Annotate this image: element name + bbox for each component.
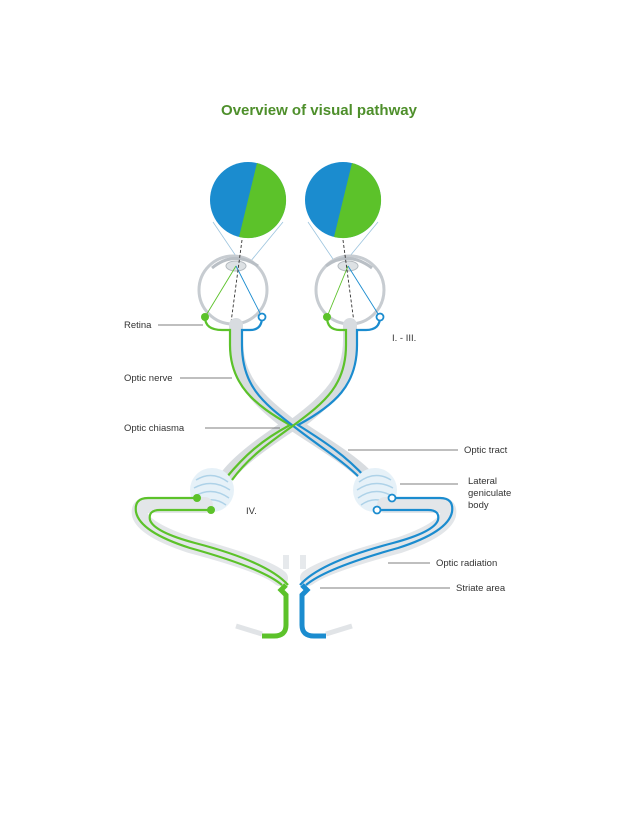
radiation-band xyxy=(131,497,457,586)
green-optic-radiation xyxy=(134,496,289,586)
lgb-label-line1: Lateral xyxy=(468,476,497,487)
lgb-label-line2: geniculate xyxy=(468,488,511,499)
left-temporal-retina-cell xyxy=(201,313,209,321)
optic-chiasma-label: Optic chiasma xyxy=(124,423,185,434)
optic-radiation-label: Optic radiation xyxy=(436,558,497,569)
leader-lines xyxy=(158,324,458,589)
right-lgb-cell-1 xyxy=(387,493,397,503)
stage-4-label: IV. xyxy=(246,506,257,517)
left-lgb-cell-2 xyxy=(207,506,215,514)
left-nasal-retina-cell xyxy=(257,312,267,322)
striate-area-label: Striate area xyxy=(456,583,506,594)
retina-label: Retina xyxy=(124,320,152,331)
optic-tract-label: Optic tract xyxy=(464,445,508,456)
optic-nerve-label: Optic nerve xyxy=(124,373,173,384)
stage-1-3-label: I. - III. xyxy=(392,333,416,344)
blue-optic-radiation xyxy=(299,496,454,586)
left-lgb-cell-1 xyxy=(193,494,201,502)
page-title: Overview of visual pathway xyxy=(221,102,417,119)
striate-cortex xyxy=(235,555,353,639)
right-lgb-cell-2 xyxy=(372,505,382,515)
green-optic-fibers xyxy=(225,344,367,481)
right-temporal-retina-cell xyxy=(375,312,385,322)
right-nasal-retina-cell xyxy=(323,313,331,321)
lgb-label-line3: body xyxy=(468,500,489,511)
right-eye-visual-field xyxy=(305,162,382,239)
left-eyeball xyxy=(197,239,269,331)
left-eye-visual-field xyxy=(210,162,287,239)
